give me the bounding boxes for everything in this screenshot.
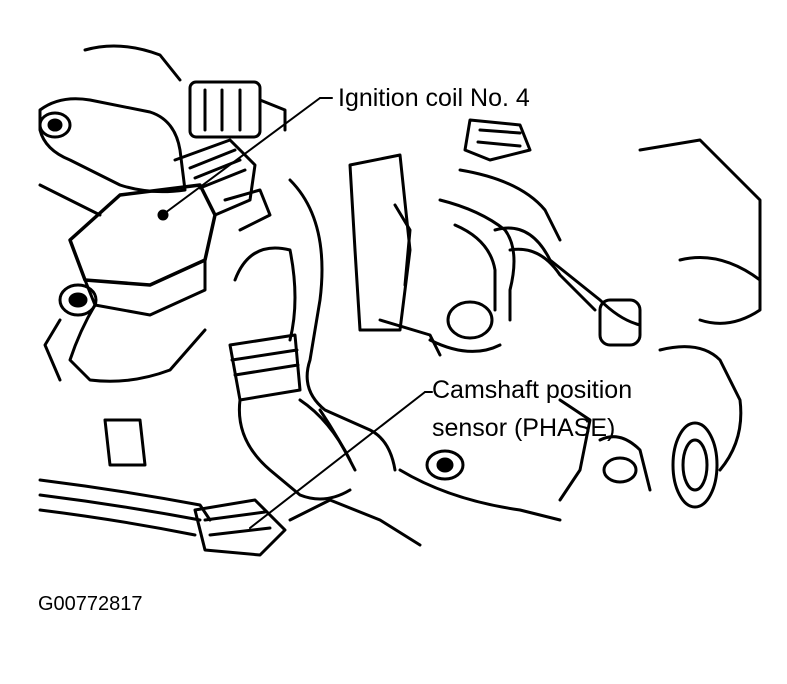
leader-lines bbox=[164, 97, 433, 529]
upper-left-bracket bbox=[38, 44, 187, 217]
center-hose bbox=[228, 178, 397, 501]
ignition-coil-label: Ignition coil No. 4 bbox=[338, 84, 530, 112]
right-engine-block bbox=[558, 138, 762, 509]
top-connector bbox=[188, 80, 287, 139]
figure-code: G00772817 bbox=[38, 593, 143, 615]
left-bolt bbox=[43, 283, 98, 382]
lower-harness bbox=[38, 418, 562, 557]
center-bracket bbox=[348, 153, 502, 357]
camshaft-sensor-label-line1: Camshaft position bbox=[432, 376, 633, 404]
right-hose bbox=[438, 118, 642, 347]
camshaft-sensor-label-line2: sensor (PHASE) bbox=[432, 414, 616, 442]
